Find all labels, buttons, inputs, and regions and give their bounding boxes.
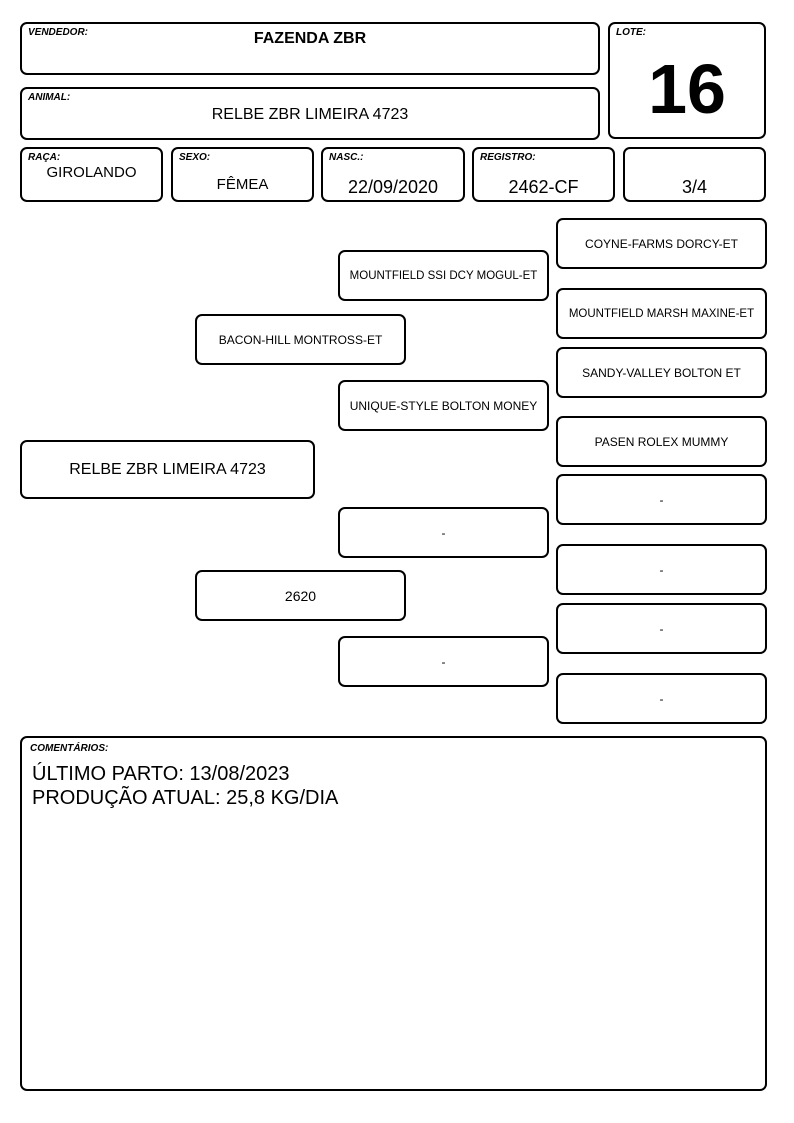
vendedor-box: VENDEDOR: FAZENDA ZBR [20, 22, 600, 75]
comment-line-2: PRODUÇÃO ATUAL: 25,8 KG/DIA [32, 787, 339, 809]
comment-line-1: ÚLTIMO PARTO: 13/08/2023 [32, 763, 290, 785]
pedigree-dam: 2620 [195, 570, 406, 621]
nasc-label: NASC.: [329, 152, 364, 163]
pedigree-ggp-3: SANDY-VALLEY BOLTON ET [556, 347, 767, 398]
sexo-label: SEXO: [179, 152, 211, 163]
raca-box: RAÇA: GIROLANDO [20, 147, 163, 202]
lote-box: LOTE: 16 [608, 22, 766, 139]
pedigree-ggp-4: PASEN ROLEX MUMMY [556, 416, 767, 467]
animal-value: RELBE ZBR LIMEIRA 4723 [211, 106, 409, 123]
pedigree-ggp-8: - [556, 673, 767, 724]
sexo-box: SEXO: FÊMEA [171, 147, 314, 202]
animal-box: ANIMAL: RELBE ZBR LIMEIRA 4723 [20, 87, 600, 140]
registro-value: 2462-CF [508, 177, 579, 197]
comments-box: COMENTÁRIOS: ÚLTIMO PARTO: 13/08/2023 PR… [20, 736, 767, 1091]
lote-label: LOTE: [616, 27, 646, 38]
nasc-value: 22/09/2020 [347, 177, 439, 197]
pedigree-dam-dam: - [338, 636, 549, 687]
lote-number: 16 [648, 50, 726, 128]
grau-box: 3/4 [623, 147, 766, 202]
pedigree-ggp-6: - [556, 544, 767, 595]
pedigree-ggp-2: MOUNTFIELD MARSH MAXINE-ET [556, 288, 767, 339]
pedigree-ggp-7: - [556, 603, 767, 654]
comments-label: COMENTÁRIOS: [30, 743, 109, 754]
vendedor-label: VENDEDOR: [28, 27, 89, 38]
nasc-box: NASC.: 22/09/2020 [321, 147, 465, 202]
pedigree-dam-sire: - [338, 507, 549, 558]
comments-text: ÚLTIMO PARTO: 13/08/2023 PRODUÇÃO ATUAL:… [32, 762, 338, 810]
vendedor-value: FAZENDA ZBR [253, 30, 367, 47]
raca-value: GIROLANDO [46, 164, 137, 181]
pedigree-ggp-5: - [556, 474, 767, 525]
pedigree-animal: RELBE ZBR LIMEIRA 4723 [20, 440, 315, 499]
pedigree-ggp-1: COYNE-FARMS DORCY-ET [556, 218, 767, 269]
pedigree-sire: BACON-HILL MONTROSS-ET [195, 314, 406, 365]
animal-label: ANIMAL: [28, 92, 71, 103]
grau-value: 3/4 [681, 177, 708, 197]
sexo-value: FÊMEA [216, 176, 269, 193]
pedigree-sire-dam: UNIQUE-STYLE BOLTON MONEY [338, 380, 549, 431]
pedigree-sire-sire: MOUNTFIELD SSI DCY MOGUL-ET [338, 250, 549, 301]
registro-box: REGISTRO: 2462-CF [472, 147, 615, 202]
registro-label: REGISTRO: [480, 152, 536, 163]
raca-label: RAÇA: [28, 152, 61, 163]
